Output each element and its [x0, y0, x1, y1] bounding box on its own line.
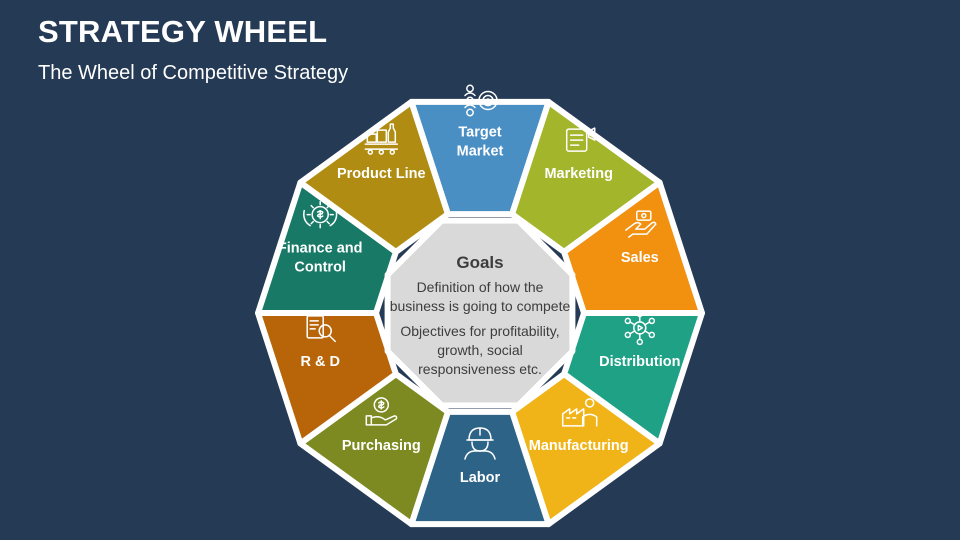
goals-title: Goals: [456, 253, 503, 272]
segment-target-market-label-line: Market: [457, 144, 504, 160]
segment-purchasing-label: Purchasing: [342, 438, 421, 454]
target-audience-icon: [464, 84, 498, 117]
purchase-money-icon: [365, 397, 398, 426]
segment-product-line-label-line: Product Line: [337, 166, 426, 182]
goals-line-5: responsiveness etc.: [418, 361, 542, 377]
page-subtitle: The Wheel of Competitive Strategy: [38, 62, 349, 84]
segment-labor-label: Labor: [460, 470, 501, 486]
segment-labor-label-line: Labor: [460, 470, 501, 486]
goals-line-1: Definition of how the: [417, 279, 544, 295]
finance-gear-icon: [303, 200, 338, 229]
goals-line-2: business is going to compete: [390, 298, 571, 314]
worker-helmet-icon: [464, 427, 496, 460]
segment-sales-label: Sales: [621, 250, 659, 266]
goals-line-3: Objectives for profitability,: [400, 323, 559, 339]
segment-marketing-label: Marketing: [544, 166, 613, 182]
segment-finance-and-control-label-line: Finance and: [278, 241, 363, 257]
segment-marketing: Marketing: [509, 98, 663, 255]
segment-distribution-label: Distribution: [599, 354, 680, 370]
segment-marketing-label-line: Marketing: [544, 166, 613, 182]
distribution-network-icon: [624, 310, 656, 346]
goals-center-shape: [384, 217, 576, 409]
segment-purchasing-label-line: Purchasing: [342, 438, 421, 454]
goals-center: Goals Definition of how the business is …: [384, 217, 576, 409]
marketing-report-icon: [565, 127, 596, 152]
goals-line-4: growth, social: [437, 342, 523, 358]
factory-worker-icon: [561, 398, 598, 427]
segment-distribution-label-line: Distribution: [599, 354, 680, 370]
segment-product-line-label: Product Line: [337, 166, 426, 182]
segment-r-and-d-label: R & D: [300, 354, 339, 370]
sales-hand-money-icon: [625, 210, 657, 238]
segment-sales-label-line: Sales: [621, 250, 659, 266]
segment-manufacturing-label: Manufacturing: [529, 438, 629, 454]
page-title: STRATEGY WHEEL: [38, 14, 328, 49]
segment-finance-and-control-label-line: Control: [294, 260, 346, 276]
segment-r-and-d-label-line: R & D: [300, 354, 339, 370]
segment-product-line: Product Line: [297, 98, 451, 255]
segment-product-line-shape: [297, 98, 451, 255]
segment-target-market-label-line: Target: [458, 125, 501, 141]
segment-manufacturing-label-line: Manufacturing: [529, 438, 629, 454]
product-line-icon: [364, 123, 399, 155]
